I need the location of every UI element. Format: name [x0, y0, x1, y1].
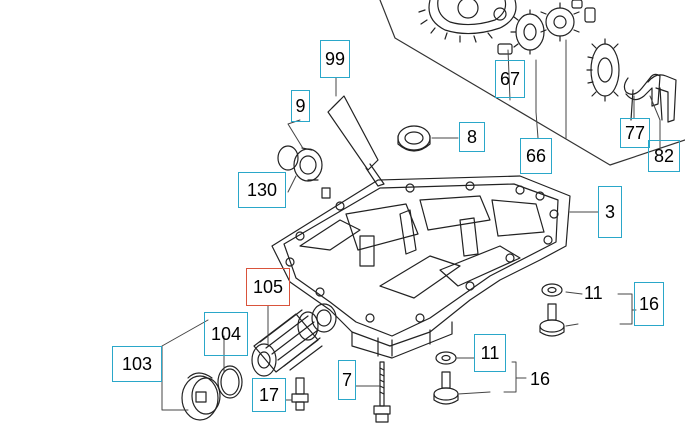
part-number: 104: [210, 323, 242, 344]
bearing-ring: [397, 125, 431, 152]
part-number: 82: [653, 145, 675, 166]
washer-bolt-upper: [539, 283, 565, 337]
sealant-tube: [327, 95, 385, 187]
callout-11-lower: 11: [474, 334, 506, 372]
bolt-17: [291, 377, 309, 411]
leader-lines: [161, 39, 661, 411]
callout-104: 104: [204, 312, 248, 356]
gear-inset-panel: [379, 0, 685, 166]
callout-77: 77: [620, 118, 650, 148]
part-number: 17: [258, 384, 280, 405]
part-number: 8: [466, 126, 477, 147]
filter-cap: [181, 372, 221, 421]
callout-130: 130: [238, 172, 286, 208]
callout-103: 103: [112, 346, 162, 382]
large-gear: [586, 38, 620, 102]
callout-66: 66: [520, 138, 552, 174]
part-number: 11: [480, 342, 500, 363]
part-number: 130: [246, 179, 278, 200]
oil-filter: [251, 309, 323, 377]
shift-forks: [623, 73, 677, 123]
part-number: 7: [341, 369, 352, 390]
part-number: 3: [604, 201, 615, 222]
bolt-7: [373, 361, 391, 423]
seal-ring: [277, 145, 331, 199]
callout-99: 99: [320, 40, 350, 78]
callout-67: 67: [495, 60, 525, 98]
part-number: 105: [252, 276, 284, 297]
callout-3: 3: [598, 186, 622, 238]
callout-16-lower: 16: [530, 369, 551, 389]
callout-82: 82: [648, 140, 680, 172]
part-number: 66: [525, 145, 547, 166]
oil-pan: [271, 175, 571, 359]
o-ring: [217, 365, 243, 399]
callout-16-upper: 16: [634, 282, 664, 326]
part-number: 16: [638, 293, 660, 314]
sprocket-gear: [540, 2, 580, 42]
callout-8: 8: [459, 122, 485, 152]
part-number: 9: [295, 95, 306, 116]
callout-105: 105: [246, 268, 290, 306]
gear-66: [510, 9, 545, 55]
callout-17: 17: [252, 378, 286, 412]
washer-bolt-lower: [433, 351, 459, 405]
part-number: 99: [324, 48, 346, 69]
callout-9: 9: [291, 90, 310, 122]
part-number: 67: [499, 68, 521, 89]
callout-11-upper: 11: [584, 283, 603, 303]
callout-7: 7: [338, 360, 356, 400]
part-number: 77: [624, 122, 646, 143]
part-number: 103: [121, 353, 153, 374]
